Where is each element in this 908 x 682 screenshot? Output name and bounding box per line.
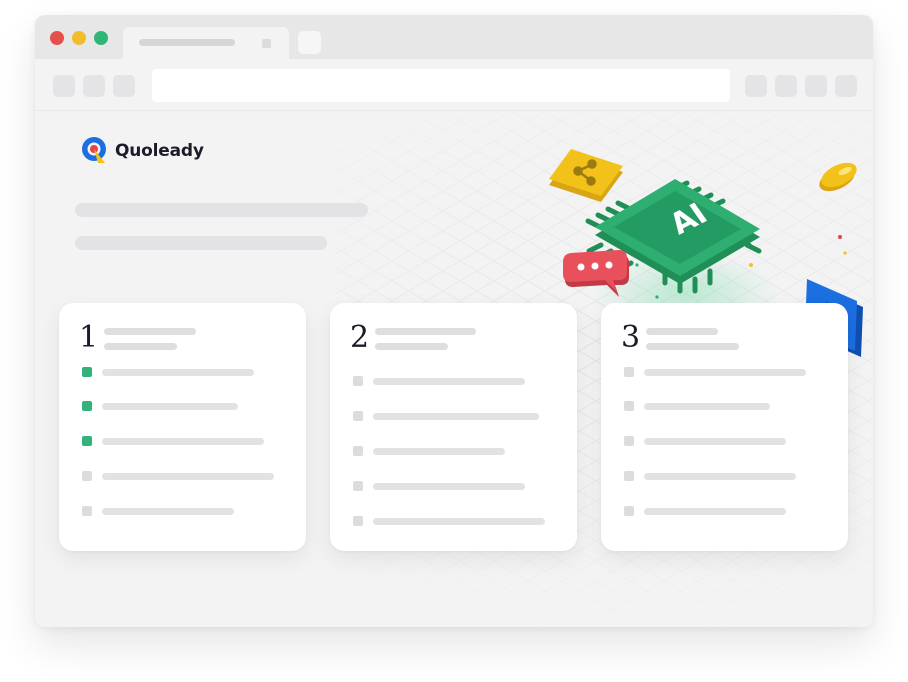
checkbox[interactable] bbox=[353, 376, 363, 386]
forward-button[interactable] bbox=[83, 75, 105, 97]
back-button[interactable] bbox=[53, 75, 75, 97]
checkbox-checked[interactable] bbox=[82, 367, 92, 377]
quoleady-logo-icon bbox=[82, 137, 106, 163]
checkbox[interactable] bbox=[82, 471, 92, 481]
list-item-placeholder bbox=[373, 482, 525, 490]
tab-title-placeholder bbox=[139, 39, 235, 46]
list-item-placeholder bbox=[373, 412, 539, 420]
new-tab-button[interactable] bbox=[298, 31, 321, 54]
step-number: 2 bbox=[350, 320, 370, 355]
close-window-button[interactable] bbox=[50, 31, 64, 45]
checkbox[interactable] bbox=[82, 506, 92, 516]
checkbox[interactable] bbox=[624, 367, 634, 377]
sparkle bbox=[749, 263, 753, 267]
browser-tab[interactable] bbox=[123, 27, 289, 59]
headline-placeholder bbox=[75, 203, 368, 217]
list-item[interactable] bbox=[353, 411, 539, 421]
list-item-placeholder bbox=[102, 472, 274, 480]
list-item[interactable] bbox=[624, 401, 770, 411]
list-item-placeholder bbox=[644, 368, 806, 376]
brand-name: Quoleady bbox=[115, 141, 204, 161]
checkbox[interactable] bbox=[353, 411, 363, 421]
list-item-placeholder bbox=[373, 377, 525, 385]
list-item[interactable] bbox=[353, 516, 545, 526]
checkbox[interactable] bbox=[624, 471, 634, 481]
sparkle bbox=[655, 295, 659, 299]
chip-core bbox=[614, 191, 741, 264]
list-item[interactable] bbox=[353, 446, 505, 456]
list-item-placeholder bbox=[373, 517, 545, 525]
tab-close-icon[interactable] bbox=[262, 39, 271, 48]
brand-logo[interactable]: Quoleady bbox=[81, 136, 204, 166]
share-nodes-icon bbox=[549, 149, 623, 202]
card-title-placeholder bbox=[646, 328, 718, 335]
card-subtitle-placeholder bbox=[375, 343, 448, 350]
page-content: Quoleady bbox=[35, 111, 873, 627]
checkbox[interactable] bbox=[624, 401, 634, 411]
list-item-placeholder bbox=[644, 402, 770, 410]
title-bar bbox=[35, 15, 873, 59]
list-item-placeholder bbox=[102, 437, 264, 445]
list-item[interactable] bbox=[82, 367, 254, 377]
step-card-2[interactable]: 2 bbox=[330, 303, 577, 551]
checkbox[interactable] bbox=[624, 506, 634, 516]
toolbar-button-4[interactable] bbox=[835, 75, 857, 97]
list-item[interactable] bbox=[624, 367, 806, 377]
card-title-placeholder bbox=[104, 328, 196, 335]
list-item[interactable] bbox=[353, 376, 525, 386]
step-card-1[interactable]: 1 bbox=[59, 303, 306, 551]
browser-toolbar bbox=[35, 59, 873, 111]
toolbar-button-1[interactable] bbox=[745, 75, 767, 97]
list-item-placeholder bbox=[102, 368, 254, 376]
chat-bubble-icon bbox=[563, 250, 629, 297]
list-item[interactable] bbox=[624, 506, 786, 516]
list-item-placeholder bbox=[644, 437, 786, 445]
list-item-placeholder bbox=[644, 507, 786, 515]
list-item[interactable] bbox=[82, 506, 234, 516]
checkbox[interactable] bbox=[624, 436, 634, 446]
list-item-placeholder bbox=[102, 402, 238, 410]
list-item-placeholder bbox=[102, 507, 234, 515]
card-subtitle-placeholder bbox=[646, 343, 739, 350]
toolbar-button-2[interactable] bbox=[775, 75, 797, 97]
checkbox[interactable] bbox=[353, 516, 363, 526]
list-item[interactable] bbox=[82, 471, 274, 481]
step-number: 3 bbox=[621, 320, 641, 355]
sparkle bbox=[635, 263, 639, 267]
list-item[interactable] bbox=[624, 436, 786, 446]
list-item[interactable] bbox=[82, 401, 238, 411]
list-item[interactable] bbox=[82, 436, 264, 446]
checkbox-checked[interactable] bbox=[82, 401, 92, 411]
checkbox-checked[interactable] bbox=[82, 436, 92, 446]
reload-button[interactable] bbox=[113, 75, 135, 97]
ai-chip-illustration: AI bbox=[549, 149, 863, 357]
browser-window: Quoleady bbox=[35, 15, 873, 627]
maximize-window-button[interactable] bbox=[94, 31, 108, 45]
checkbox[interactable] bbox=[353, 481, 363, 491]
list-item-placeholder bbox=[373, 447, 505, 455]
card-title-placeholder bbox=[375, 328, 476, 335]
sparkle bbox=[843, 251, 847, 255]
list-item[interactable] bbox=[624, 471, 796, 481]
card-subtitle-placeholder bbox=[104, 343, 177, 350]
toolbar-button-3[interactable] bbox=[805, 75, 827, 97]
step-number: 1 bbox=[79, 320, 99, 355]
checkbox[interactable] bbox=[353, 446, 363, 456]
coin-icon bbox=[819, 162, 857, 192]
list-item[interactable] bbox=[353, 481, 525, 491]
subheadline-placeholder bbox=[75, 236, 327, 250]
sparkle bbox=[838, 235, 842, 239]
minimize-window-button[interactable] bbox=[72, 31, 86, 45]
list-item-placeholder bbox=[644, 472, 796, 480]
step-card-3[interactable]: 3 bbox=[601, 303, 848, 551]
address-bar[interactable] bbox=[152, 69, 730, 102]
